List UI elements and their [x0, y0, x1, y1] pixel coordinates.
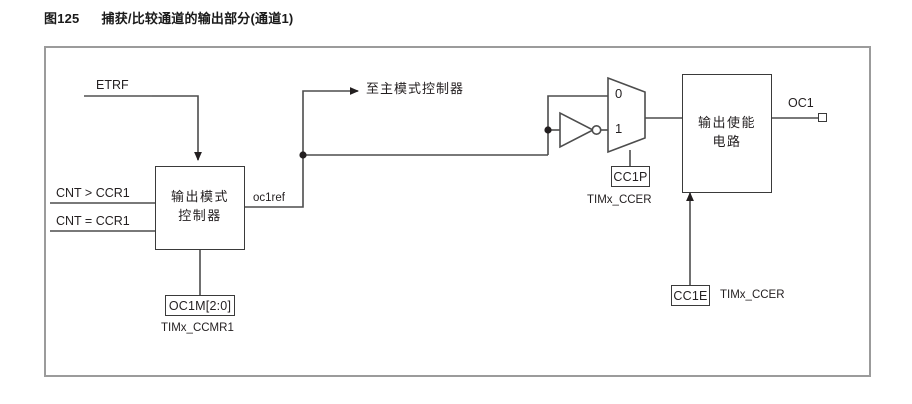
mux-input-1-label: 1 [615, 121, 623, 136]
signal-label-etrf: ETRF [96, 78, 129, 92]
multiplexer [607, 76, 646, 154]
signal-label-cnt-gt-ccr1: CNT > CCR1 [56, 186, 130, 200]
figure-caption: 捕获/比较通道的输出部分(通道1) [101, 11, 294, 26]
signal-label-cnt-eq-ccr1: CNT = CCR1 [56, 214, 130, 228]
signal-label-oc1: OC1 [788, 96, 814, 110]
inverter-gate [559, 111, 602, 149]
signal-label-to-master-mode: 至主模式控制器 [366, 82, 465, 97]
block-output-enable-circuit: 输出使能 电路 [682, 74, 772, 193]
block-output-mode-controller: 输出模式 控制器 [155, 166, 245, 250]
register-group-oc1m: TIMx_CCMR1 [161, 322, 234, 334]
figure-number: 图125 [44, 11, 80, 26]
register-box-cc1p: CC1P [611, 166, 650, 187]
figure-title: 图125 捕获/比较通道的输出部分(通道1) [44, 8, 293, 27]
register-box-cc1p-label: CC1P [613, 169, 648, 184]
register-box-oc1m: OC1M[2:0] [165, 295, 235, 316]
register-box-oc1m-label: OC1M[2:0] [168, 298, 232, 313]
junction-dot-oc1ref [299, 151, 307, 159]
register-box-cc1e-label: CC1E [673, 288, 708, 303]
block-output-enable-circuit-line1: 输出使能 [697, 115, 756, 131]
block-output-mode-controller-line2: 控制器 [178, 209, 222, 224]
signal-label-oc1ref: oc1ref [253, 192, 285, 204]
register-box-cc1e: CC1E [671, 285, 710, 306]
register-group-cc1p: TIMx_CCER [587, 194, 652, 206]
block-output-enable-circuit-line2: 电路 [712, 134, 742, 150]
mux-input-0-label: 0 [615, 86, 623, 101]
junction-dot-inverter [544, 126, 552, 134]
register-group-cc1e: TIMx_CCER [720, 289, 785, 301]
block-output-mode-controller-line1: 输出模式 [170, 190, 229, 206]
output-terminal-oc1 [818, 113, 827, 122]
